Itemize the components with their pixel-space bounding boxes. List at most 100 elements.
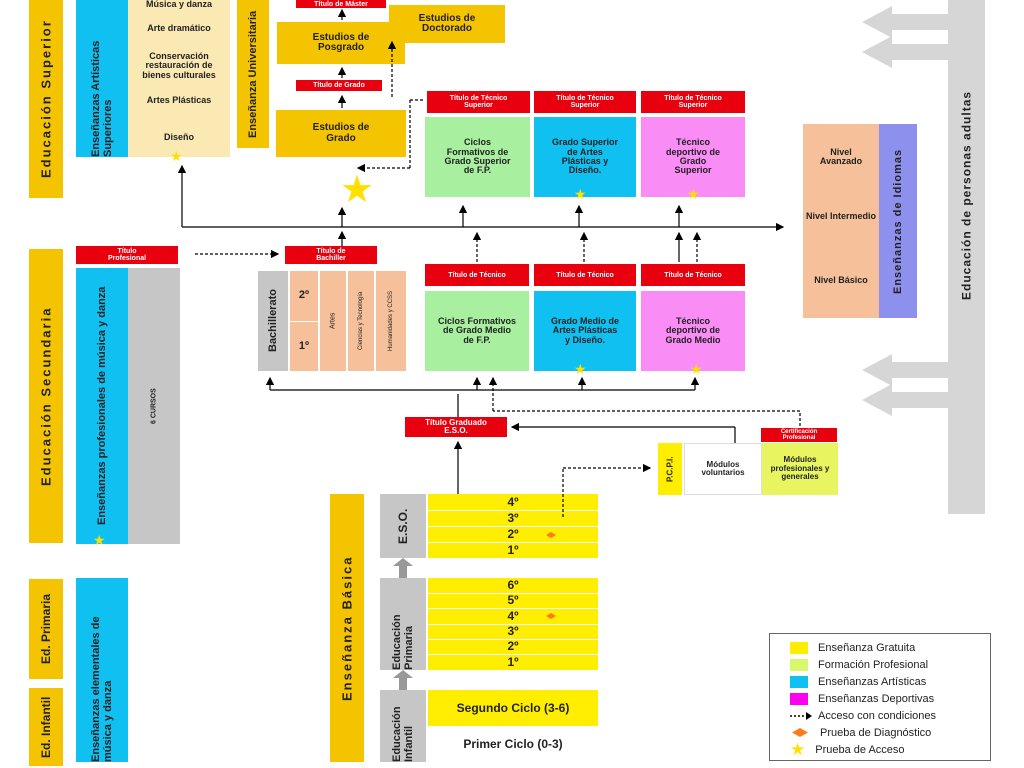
nivel-avanzado: Nivel Avanzado	[819, 147, 863, 167]
artistica-item: Artes Plásticas	[146, 95, 212, 105]
artistica-item: Arte dramático	[147, 23, 211, 33]
certificacion-profesional-badge: Certificación Profesional	[761, 428, 837, 442]
legend-item: Enseñanzas Artísticas	[790, 673, 990, 690]
titulo-tecnico-superior-badge: Título de Técnico Superior	[641, 91, 745, 113]
modalidad-ciencias: Ciencias y Tecnología	[348, 271, 374, 371]
ciclos-grado-medio-fp-box: Ciclos Formativos de Grado Medio de F.P.	[425, 291, 529, 371]
primaria-label: Educación Primaria	[380, 578, 426, 670]
universitaria-label: Enseñanza Universitaria	[237, 0, 269, 148]
legend-label: Enseñanzas Deportivas	[818, 692, 935, 705]
tecnico-deportivo-medio-box: Técnico deportivo de Grado Medio	[641, 291, 745, 371]
prueba-acceso-star-icon: ★	[574, 186, 587, 202]
legend-label: Formación Profesional	[818, 658, 929, 671]
ed-infantil-label: Ed. Infantil	[29, 688, 63, 766]
legend-item: Formación Profesional	[790, 656, 990, 673]
modalidad-artes: Artes	[320, 271, 346, 371]
grado-medio-artes-box: Grado Medio de Artes Plásticas y Diseño.	[534, 291, 636, 371]
artisticas-superiores-list: Música y danza Arte dramático Conservaci…	[128, 0, 230, 157]
prueba-acceso-star-icon: ★	[340, 169, 375, 211]
legend-swatch	[790, 641, 808, 654]
prueba-acceso-star-icon: ★	[690, 361, 703, 377]
titulo-graduado-eso-badge: Título Graduado E.S.O.	[405, 417, 507, 437]
primaria-curso-2: 2º	[428, 639, 598, 655]
titulo-tecnico-badge: Título de Técnico	[425, 264, 529, 286]
eso-cursos: 4º 3º 2º 1º	[428, 494, 598, 558]
prueba-acceso-star-icon: ★	[687, 186, 700, 202]
bachillerato-2-label: 2º	[290, 271, 318, 321]
eso-label: E.S.O.	[380, 494, 426, 558]
primaria-curso-6: 6º	[428, 578, 598, 594]
primaria-curso-1: 1º	[507, 654, 519, 669]
prueba-diagnostico-diamond-icon	[546, 613, 556, 619]
legend-item: Enseñanzas Deportivas	[790, 690, 990, 707]
modalidad-humanidades: Humanidades y CCSS	[376, 271, 406, 371]
bachillerato-1-label: 1º	[290, 322, 318, 371]
star-icon: ★	[790, 739, 806, 759]
educacion-secundaria-label: Educación Secundaria	[29, 249, 63, 543]
bachillerato-label: Bachillerato	[258, 271, 288, 371]
titulo-master-badge: Título de Máster	[296, 0, 386, 8]
artistica-item: Música y danza	[145, 0, 213, 9]
legend-label: Enseñanzas Artísticas	[818, 675, 927, 688]
primaria-curso-4: 4º	[428, 608, 598, 625]
modulos-profesionales-box: Módulos profesionales y generales	[762, 443, 838, 495]
eso-curso-2: 2º	[428, 526, 598, 543]
legend-item: ★ Prueba de Acceso	[790, 739, 990, 759]
primaria-cursos: 6º 5º 4º 3º 2º 1º	[428, 578, 598, 670]
legend-label: Enseñanza Gratuita	[818, 641, 916, 654]
idiomas-niveles: Nivel Avanzado Nivel Intermedio Nivel Bá…	[803, 124, 879, 318]
estudios-doctorado-box: Estudios de Doctorado	[389, 5, 505, 43]
prueba-acceso-star-icon: ★	[574, 361, 587, 377]
dashed-arrow-icon	[790, 711, 812, 720]
titulo-tecnico-superior-badge: Título de Técnico Superior	[534, 91, 636, 113]
eso-curso-1: 1º	[507, 542, 519, 557]
titulo-grado-badge: Título de Grado	[296, 80, 382, 91]
infantil-label: Educación Infantil	[380, 690, 426, 762]
titulo-tecnico-superior-badge: Título de Técnico Superior	[427, 91, 530, 113]
adultas-arrows	[862, 6, 948, 416]
elementales-musica-label: Enseñanzas elementales de música y danza	[76, 578, 128, 762]
grado-superior-artes-box: Grado Superior de Artes Plásticas y Dise…	[534, 117, 636, 197]
prueba-diagnostico-diamond-icon	[546, 532, 556, 538]
adultas-bar	[948, 0, 985, 514]
artistica-item: Conservación restauración de bienes cult…	[142, 51, 216, 80]
tecnico-deportivo-superior-box: Técnico deportivo de Grado Superior	[641, 117, 745, 197]
artistica-item: Diseño	[163, 132, 194, 142]
legend-item: Enseñanza Gratuita	[790, 639, 990, 656]
artisticas-superiores-label: Enseñanzas Artísticas Superiores	[76, 0, 128, 157]
ciclos-grado-superior-fp-box: Ciclos Formativos de Grado Superior de F…	[425, 117, 530, 197]
diamond-icon	[792, 728, 808, 737]
ensenanza-basica-label: Enseñanza Básica	[330, 494, 364, 762]
estudios-posgrado-box: Estudios de Posgrado	[277, 22, 405, 64]
estudios-grado-box: Estudios de Grado	[276, 110, 406, 157]
prueba-acceso-star-icon: ★	[93, 532, 106, 548]
legend-item: Prueba de Diagnóstico	[790, 724, 990, 741]
prueba-acceso-star-icon: ★	[170, 148, 183, 164]
educacion-superior-label: Educación Superior	[29, 0, 63, 198]
segundo-ciclo-box: Segundo Ciclo (3-6)	[428, 690, 598, 726]
titulo-bachiller-badge: Título de Bachiller	[285, 246, 377, 264]
educacion-adultas-label: Educación de personas adultas	[959, 90, 974, 300]
profesionales-musica-label: Enseñanzas profesionales de música y dan…	[76, 268, 128, 544]
legend-item: Acceso con condiciones	[790, 707, 990, 724]
seis-cursos-label: 6 CURSOS	[128, 268, 180, 544]
titulo-tecnico-badge: Título de Técnico	[641, 264, 745, 286]
legend: Enseñanza Gratuita Formación Profesional…	[769, 633, 991, 761]
eso-curso-3: 3º	[428, 510, 598, 527]
nivel-basico: Nivel Básico	[814, 275, 868, 285]
primer-ciclo-box: Primer Ciclo (0-3)	[428, 726, 598, 762]
nivel-intermedio: Nivel Intermedio	[805, 211, 877, 221]
legend-swatch	[790, 675, 808, 688]
primaria-curso-5: 5º	[428, 593, 598, 609]
pcpi-label: P.C.P.I.	[658, 443, 682, 495]
titulo-profesional-badge: Título Profesional	[76, 246, 178, 264]
legend-swatch	[790, 658, 808, 671]
legend-label: Prueba de Acceso	[815, 743, 905, 756]
eso-curso-4: 4º	[428, 494, 598, 511]
modulos-voluntarios-box: Módulos voluntarios	[684, 443, 762, 495]
legend-label: Prueba de Diagnóstico	[820, 726, 932, 739]
legend-label: Acceso con condiciones	[818, 709, 937, 722]
titulo-tecnico-badge: Título de Técnico	[534, 264, 636, 286]
primaria-curso-3: 3º	[428, 624, 598, 640]
ed-primaria-label: Ed. Primaria	[29, 579, 63, 679]
